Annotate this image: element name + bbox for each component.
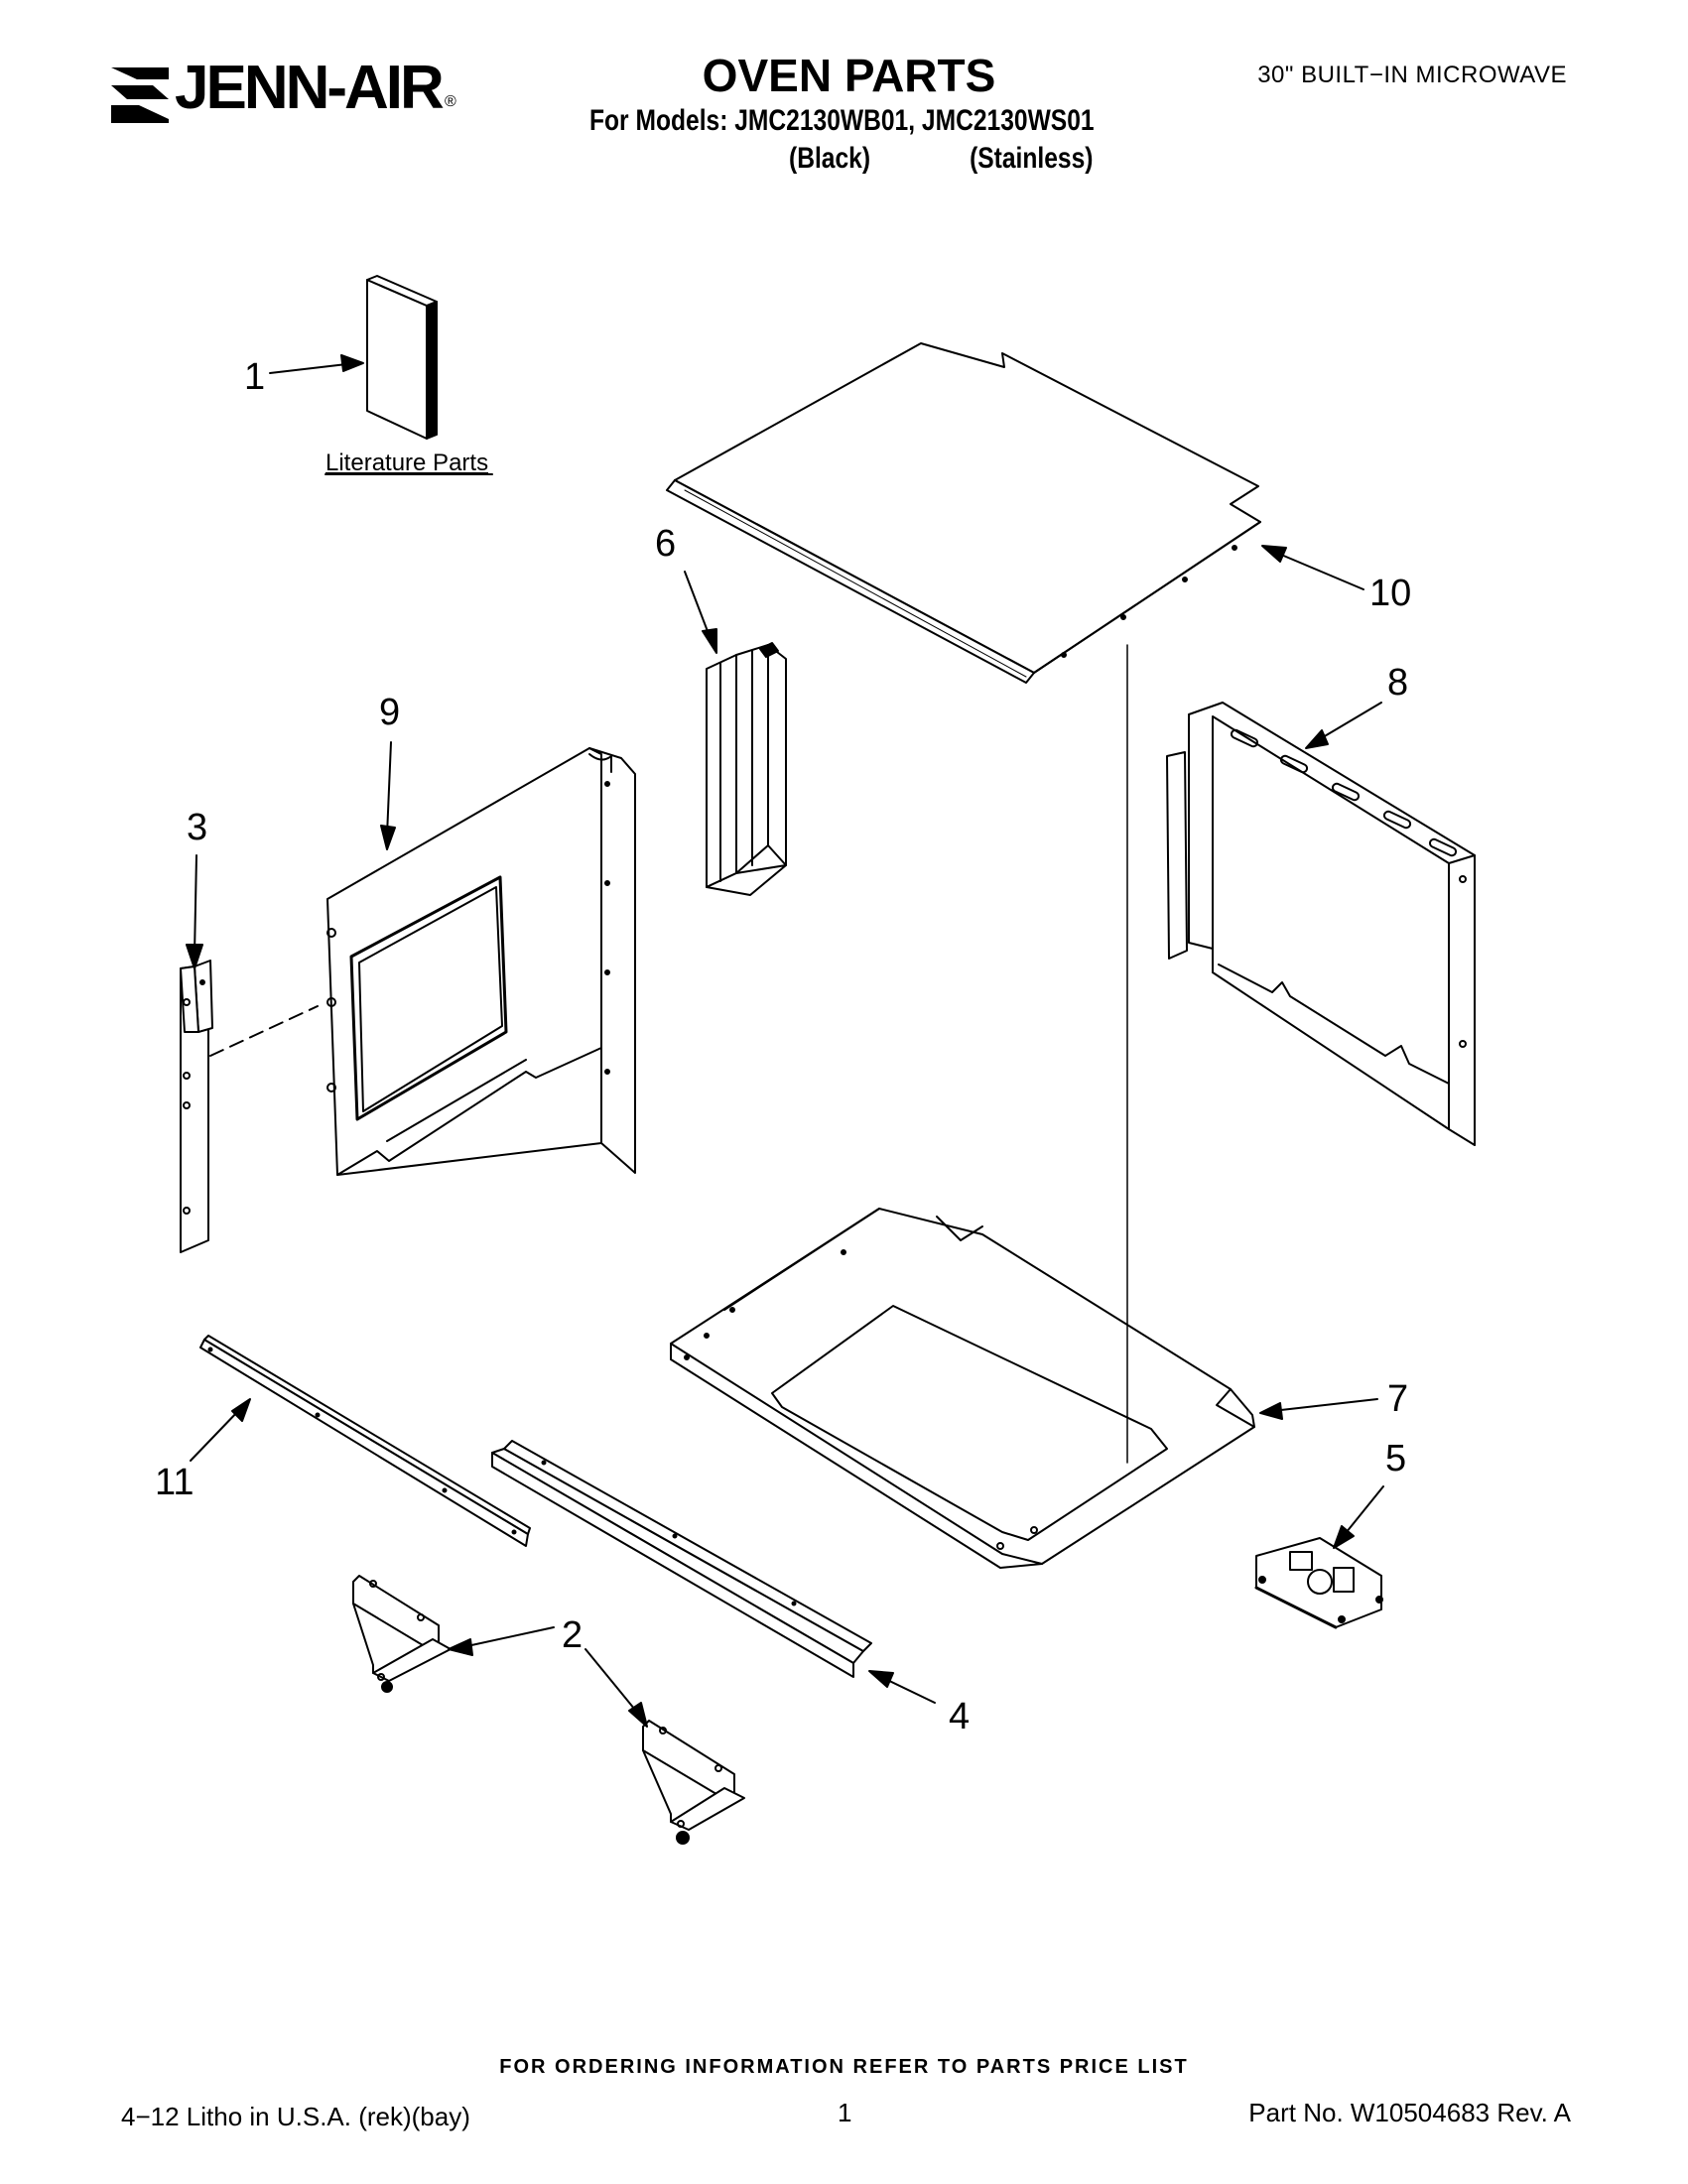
callout-6: 6: [655, 523, 676, 565]
callout-5: 5: [1385, 1438, 1406, 1479]
ordering-note: FOR ORDERING INFORMATION REFER TO PARTS …: [499, 2056, 1189, 2078]
brand-logo: JENN-AIR ®: [109, 50, 466, 129]
callout-11: 11: [155, 1462, 194, 1503]
part-2-bracket-b: [642, 1720, 745, 1845]
part-6-duct: [706, 642, 787, 896]
part-1-literature: Literature Parts: [325, 275, 493, 476]
part-3-bracket: [180, 960, 319, 1253]
litho-line: 4−12 Litho in U.S.A. (rek)(bay): [121, 2102, 470, 2131]
part-10-top-panel: [666, 342, 1261, 684]
part-4-channel-rail: [491, 1440, 872, 1678]
part-8-rear-panel: [1166, 702, 1476, 1146]
callout-9: 9: [379, 692, 400, 733]
product-type: 30" BUILT−IN MICROWAVE: [1257, 62, 1567, 88]
callout-numbers: 1 2 3 4 5 6 7 8 9 10 11: [155, 356, 1411, 1737]
part-9-side-panel: [326, 747, 636, 1176]
literature-parts-label: Literature Parts: [325, 450, 488, 476]
part-11-rail: [199, 1335, 531, 1547]
leader-arrows: [186, 354, 1384, 1728]
model-variants: (Black) (Stainless): [789, 141, 1093, 177]
callout-10: 10: [1369, 573, 1411, 614]
part-number: Part No. W10504683 Rev. A: [1248, 2098, 1571, 2127]
callout-2: 2: [562, 1614, 583, 1656]
callout-1: 1: [244, 356, 265, 398]
page-number: 1: [838, 2098, 852, 2127]
part-7-bottom-panel: [670, 644, 1255, 1569]
jenn-air-swoosh-icon: [111, 67, 169, 123]
variant-black: (Black): [789, 142, 871, 175]
callout-7: 7: [1387, 1378, 1408, 1420]
callout-8: 8: [1387, 662, 1408, 704]
part-2-bracket-a: [352, 1575, 452, 1693]
part-5-control-board: [1254, 1537, 1383, 1629]
models-line: For Models: JMC2130WB01, JMC2130WS01: [589, 104, 1095, 137]
variant-stainless: (Stainless): [970, 142, 1094, 175]
registered-mark: ®: [445, 93, 456, 110]
page-title: OVEN PARTS: [702, 50, 996, 101]
callout-3: 3: [187, 807, 207, 848]
callout-4: 4: [949, 1696, 970, 1737]
brand-name: JENN-AIR: [175, 54, 445, 122]
